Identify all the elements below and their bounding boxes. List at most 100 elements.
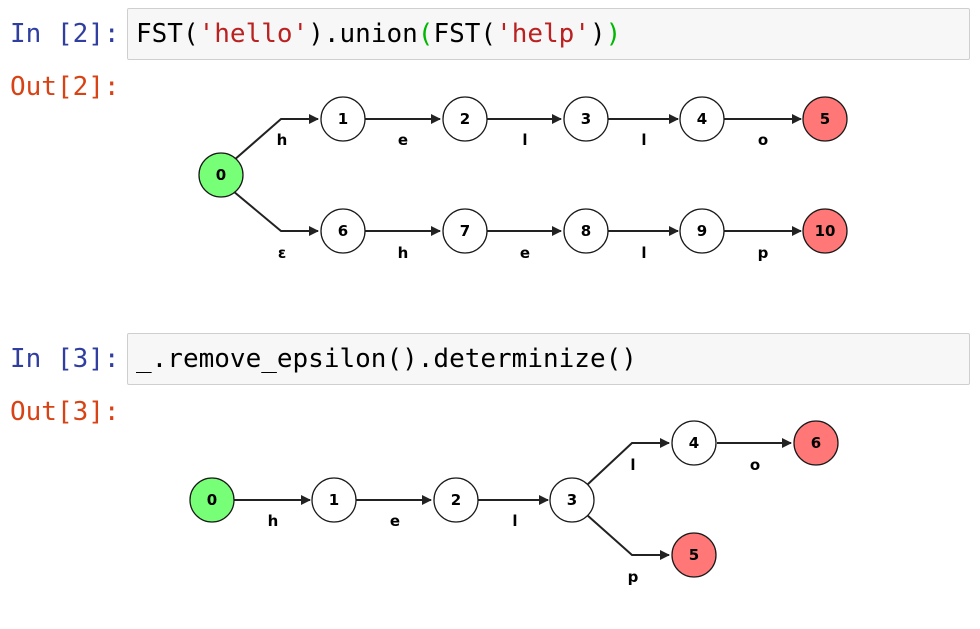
cell-2-code: _.remove_epsilon().determinize() xyxy=(136,344,637,374)
code-token: FST( xyxy=(136,19,199,49)
state-label: 2 xyxy=(451,491,461,509)
edge-label: o xyxy=(758,131,768,149)
state-label: 0 xyxy=(207,491,217,509)
edge-3-4: l xyxy=(607,114,679,149)
code-token: ) xyxy=(589,19,606,49)
edge-6-7: h xyxy=(364,226,441,262)
state-label: 5 xyxy=(689,546,699,564)
cell-1-code: FST('hello').union(FST('help')) xyxy=(136,19,621,49)
edge-label: h xyxy=(398,244,409,262)
edge-4-6: o xyxy=(717,438,792,474)
state-label: 8 xyxy=(581,222,591,240)
state-label: 10 xyxy=(815,222,836,240)
edge-2-3: l xyxy=(478,495,549,530)
state-label: 6 xyxy=(811,434,821,452)
edge-label: e xyxy=(398,131,408,149)
state-label: 9 xyxy=(697,222,707,240)
edge-label: ε xyxy=(278,244,286,262)
edge-1-2: e xyxy=(356,495,432,530)
state-3: 3 xyxy=(563,96,609,142)
edge-label: e xyxy=(390,512,400,530)
code-string-token: 'help' xyxy=(496,19,590,49)
state-circle xyxy=(671,420,717,466)
state-1: 1 xyxy=(311,477,357,523)
state-label: 1 xyxy=(338,110,348,128)
state-circle xyxy=(793,420,839,466)
state-9: 9 xyxy=(679,208,725,254)
edge-2-3: l xyxy=(486,114,562,149)
cell-1-code-input[interactable]: FST('hello').union(FST('help')) xyxy=(127,8,970,60)
state-circle xyxy=(679,96,725,142)
state-5-final: 5 xyxy=(671,532,717,578)
state-4: 4 xyxy=(671,420,717,466)
cell-2-code-input[interactable]: _.remove_epsilon().determinize() xyxy=(127,333,970,385)
state-6-final: 6 xyxy=(793,420,839,466)
edge-label: e xyxy=(520,244,530,262)
edge-label: p xyxy=(628,568,639,586)
edge-0-6: ε xyxy=(232,190,319,262)
edge-label: l xyxy=(630,456,635,474)
state-1: 1 xyxy=(320,96,366,142)
code-paren-token: ) xyxy=(605,19,622,49)
state-2: 2 xyxy=(442,96,488,142)
state-circle xyxy=(563,96,609,142)
state-circle xyxy=(320,96,366,142)
edge-0-1: h xyxy=(234,495,311,530)
state-6: 6 xyxy=(320,208,366,254)
edge-9-10: p xyxy=(724,226,802,262)
state-circle xyxy=(563,208,609,254)
state-0-start: 0 xyxy=(198,152,244,198)
state-circle xyxy=(311,477,357,523)
code-token: _.remove_epsilon().determinize() xyxy=(136,344,637,374)
edge-3-5: p xyxy=(586,514,670,586)
state-circle xyxy=(549,477,595,523)
edge-3-4: l xyxy=(586,438,670,486)
code-paren-token: ( xyxy=(417,19,434,49)
state-8: 8 xyxy=(563,208,609,254)
state-circle xyxy=(320,208,366,254)
edge-label: p xyxy=(758,244,769,262)
cell-1-fst-graph: h e l l o ε h e l p 0 1 2 3 4 5 6 7 8 9 … xyxy=(0,80,980,280)
state-4: 4 xyxy=(679,96,725,142)
code-string-token: 'hello' xyxy=(198,19,309,49)
state-circle xyxy=(442,96,488,142)
cell-2-in-prompt: In [3]: xyxy=(10,344,120,374)
cell-1-in-prompt: In [2]: xyxy=(10,19,120,49)
cell-1-fst-svg: h e l l o ε h e l p 0 1 2 3 4 5 6 7 8 9 … xyxy=(198,96,848,262)
cell-2-fst-svg: h e l l o p 0 1 2 3 4 6 5 xyxy=(189,420,839,586)
state-3: 3 xyxy=(549,477,595,523)
state-circle xyxy=(433,477,479,523)
edge-1-2: e xyxy=(364,114,441,149)
state-label: 6 xyxy=(338,222,348,240)
edge-label: l xyxy=(641,131,646,149)
state-7: 7 xyxy=(442,208,488,254)
edge-label: h xyxy=(277,131,288,149)
state-2: 2 xyxy=(433,477,479,523)
edge-0-1: h xyxy=(232,114,319,162)
edge-4-5: o xyxy=(724,114,802,149)
state-label: 5 xyxy=(820,110,830,128)
state-circle xyxy=(679,208,725,254)
cell-1-out-prompt: Out[2]: xyxy=(10,72,120,102)
code-token: FST( xyxy=(433,19,497,49)
state-label: 3 xyxy=(567,491,577,509)
cell-2-out-prompt: Out[3]: xyxy=(10,397,120,427)
state-circle xyxy=(189,477,235,523)
state-label: 4 xyxy=(689,434,699,452)
edge-8-9: l xyxy=(607,226,679,262)
state-label: 4 xyxy=(697,110,707,128)
state-label: 7 xyxy=(460,222,470,240)
state-circle xyxy=(802,208,848,254)
edge-label: l xyxy=(522,131,527,149)
state-circle xyxy=(671,532,717,578)
state-circle xyxy=(198,152,244,198)
edge-7-8: e xyxy=(486,226,562,262)
state-label: 0 xyxy=(216,166,226,184)
state-5-final: 5 xyxy=(802,96,848,142)
state-circle xyxy=(442,208,488,254)
edge-label: l xyxy=(641,244,646,262)
state-label: 2 xyxy=(460,110,470,128)
state-label: 3 xyxy=(581,110,591,128)
code-token: ).union xyxy=(308,19,418,49)
state-10-final: 10 xyxy=(802,208,848,254)
